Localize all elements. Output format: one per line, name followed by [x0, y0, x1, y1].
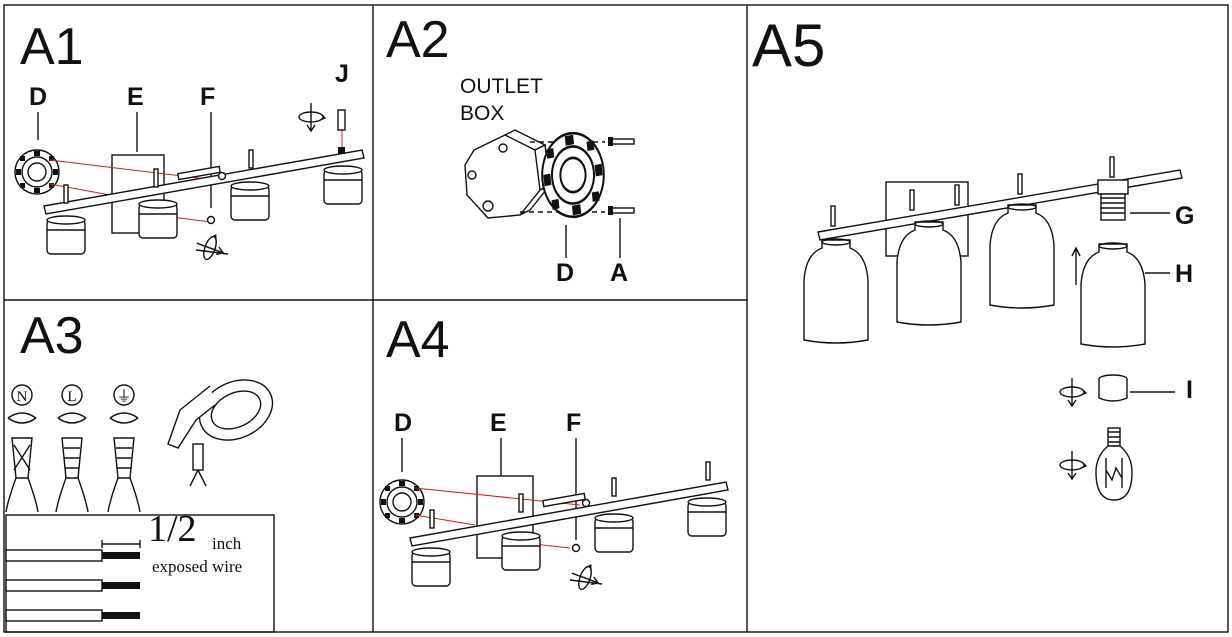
cross-arm [43, 149, 365, 215]
part-label-j: J [335, 60, 349, 88]
ground-symbol: ⏚ [116, 388, 131, 405]
neutral-symbol: N [17, 389, 28, 405]
part-label-d: D [394, 409, 412, 437]
assembly-drawing-a4 [379, 438, 729, 595]
panel-a5-id: A5 [752, 12, 825, 79]
part-label-g: G [1175, 202, 1194, 230]
rotate-icon [298, 102, 326, 132]
part-label-f: F [566, 409, 581, 437]
panel-a1-id: A1 [20, 18, 84, 76]
panel-a4: A4 D E F [379, 311, 729, 595]
outlet-box-caption-line1: OUTLET [460, 75, 543, 98]
edison-bulb [1095, 427, 1133, 501]
assembly-drawing-a5 [803, 156, 1183, 501]
outlet-box-caption-line2: BOX [460, 102, 504, 125]
part-label-e: E [127, 83, 144, 111]
strip-length-unit: inch [212, 534, 242, 553]
panel-a2-id: A2 [386, 11, 450, 69]
panel-a3-id: A3 [20, 307, 84, 365]
part-label-h: H [1175, 260, 1193, 288]
part-label-d: D [29, 83, 47, 111]
panel-a3: A3 N L ⏚ [5, 307, 275, 633]
panel-grid [3, 4, 1229, 633]
rotate-icon [1059, 450, 1087, 480]
part-label-d: D [556, 259, 574, 287]
wire-connectors: N L ⏚ [5, 384, 141, 513]
panel-a5: A5 G H I [752, 12, 1194, 501]
strip-length-note: exposed wire [152, 557, 242, 576]
part-label-e: E [490, 409, 507, 437]
part-j [337, 109, 346, 131]
rotate-icon [1059, 377, 1087, 407]
part-label-i: I [1186, 376, 1193, 404]
live-symbol: L [67, 389, 76, 405]
strip-length-fraction: 1/2 [148, 508, 197, 550]
mounting-plate-d [14, 149, 60, 195]
rotate-icon [192, 229, 229, 265]
part-label-a: A [610, 259, 628, 287]
assembly-drawing-a2 [464, 126, 635, 258]
part-label-f: F [200, 83, 215, 111]
glass-shade-h [1080, 242, 1146, 348]
socket-g [1097, 179, 1129, 221]
panel-a1: A1 D E F J [14, 18, 365, 265]
assembly-drawing-a1 [14, 102, 365, 265]
stripped-wire-detail: 1/2 inch exposed wire [5, 508, 275, 633]
panel-a4-id: A4 [386, 311, 450, 369]
shade-ring-i [1098, 374, 1128, 402]
screw-a [608, 137, 635, 215]
electrical-tape [167, 379, 274, 487]
panel-a2: A2 OUTLET BOX D A [386, 11, 635, 287]
